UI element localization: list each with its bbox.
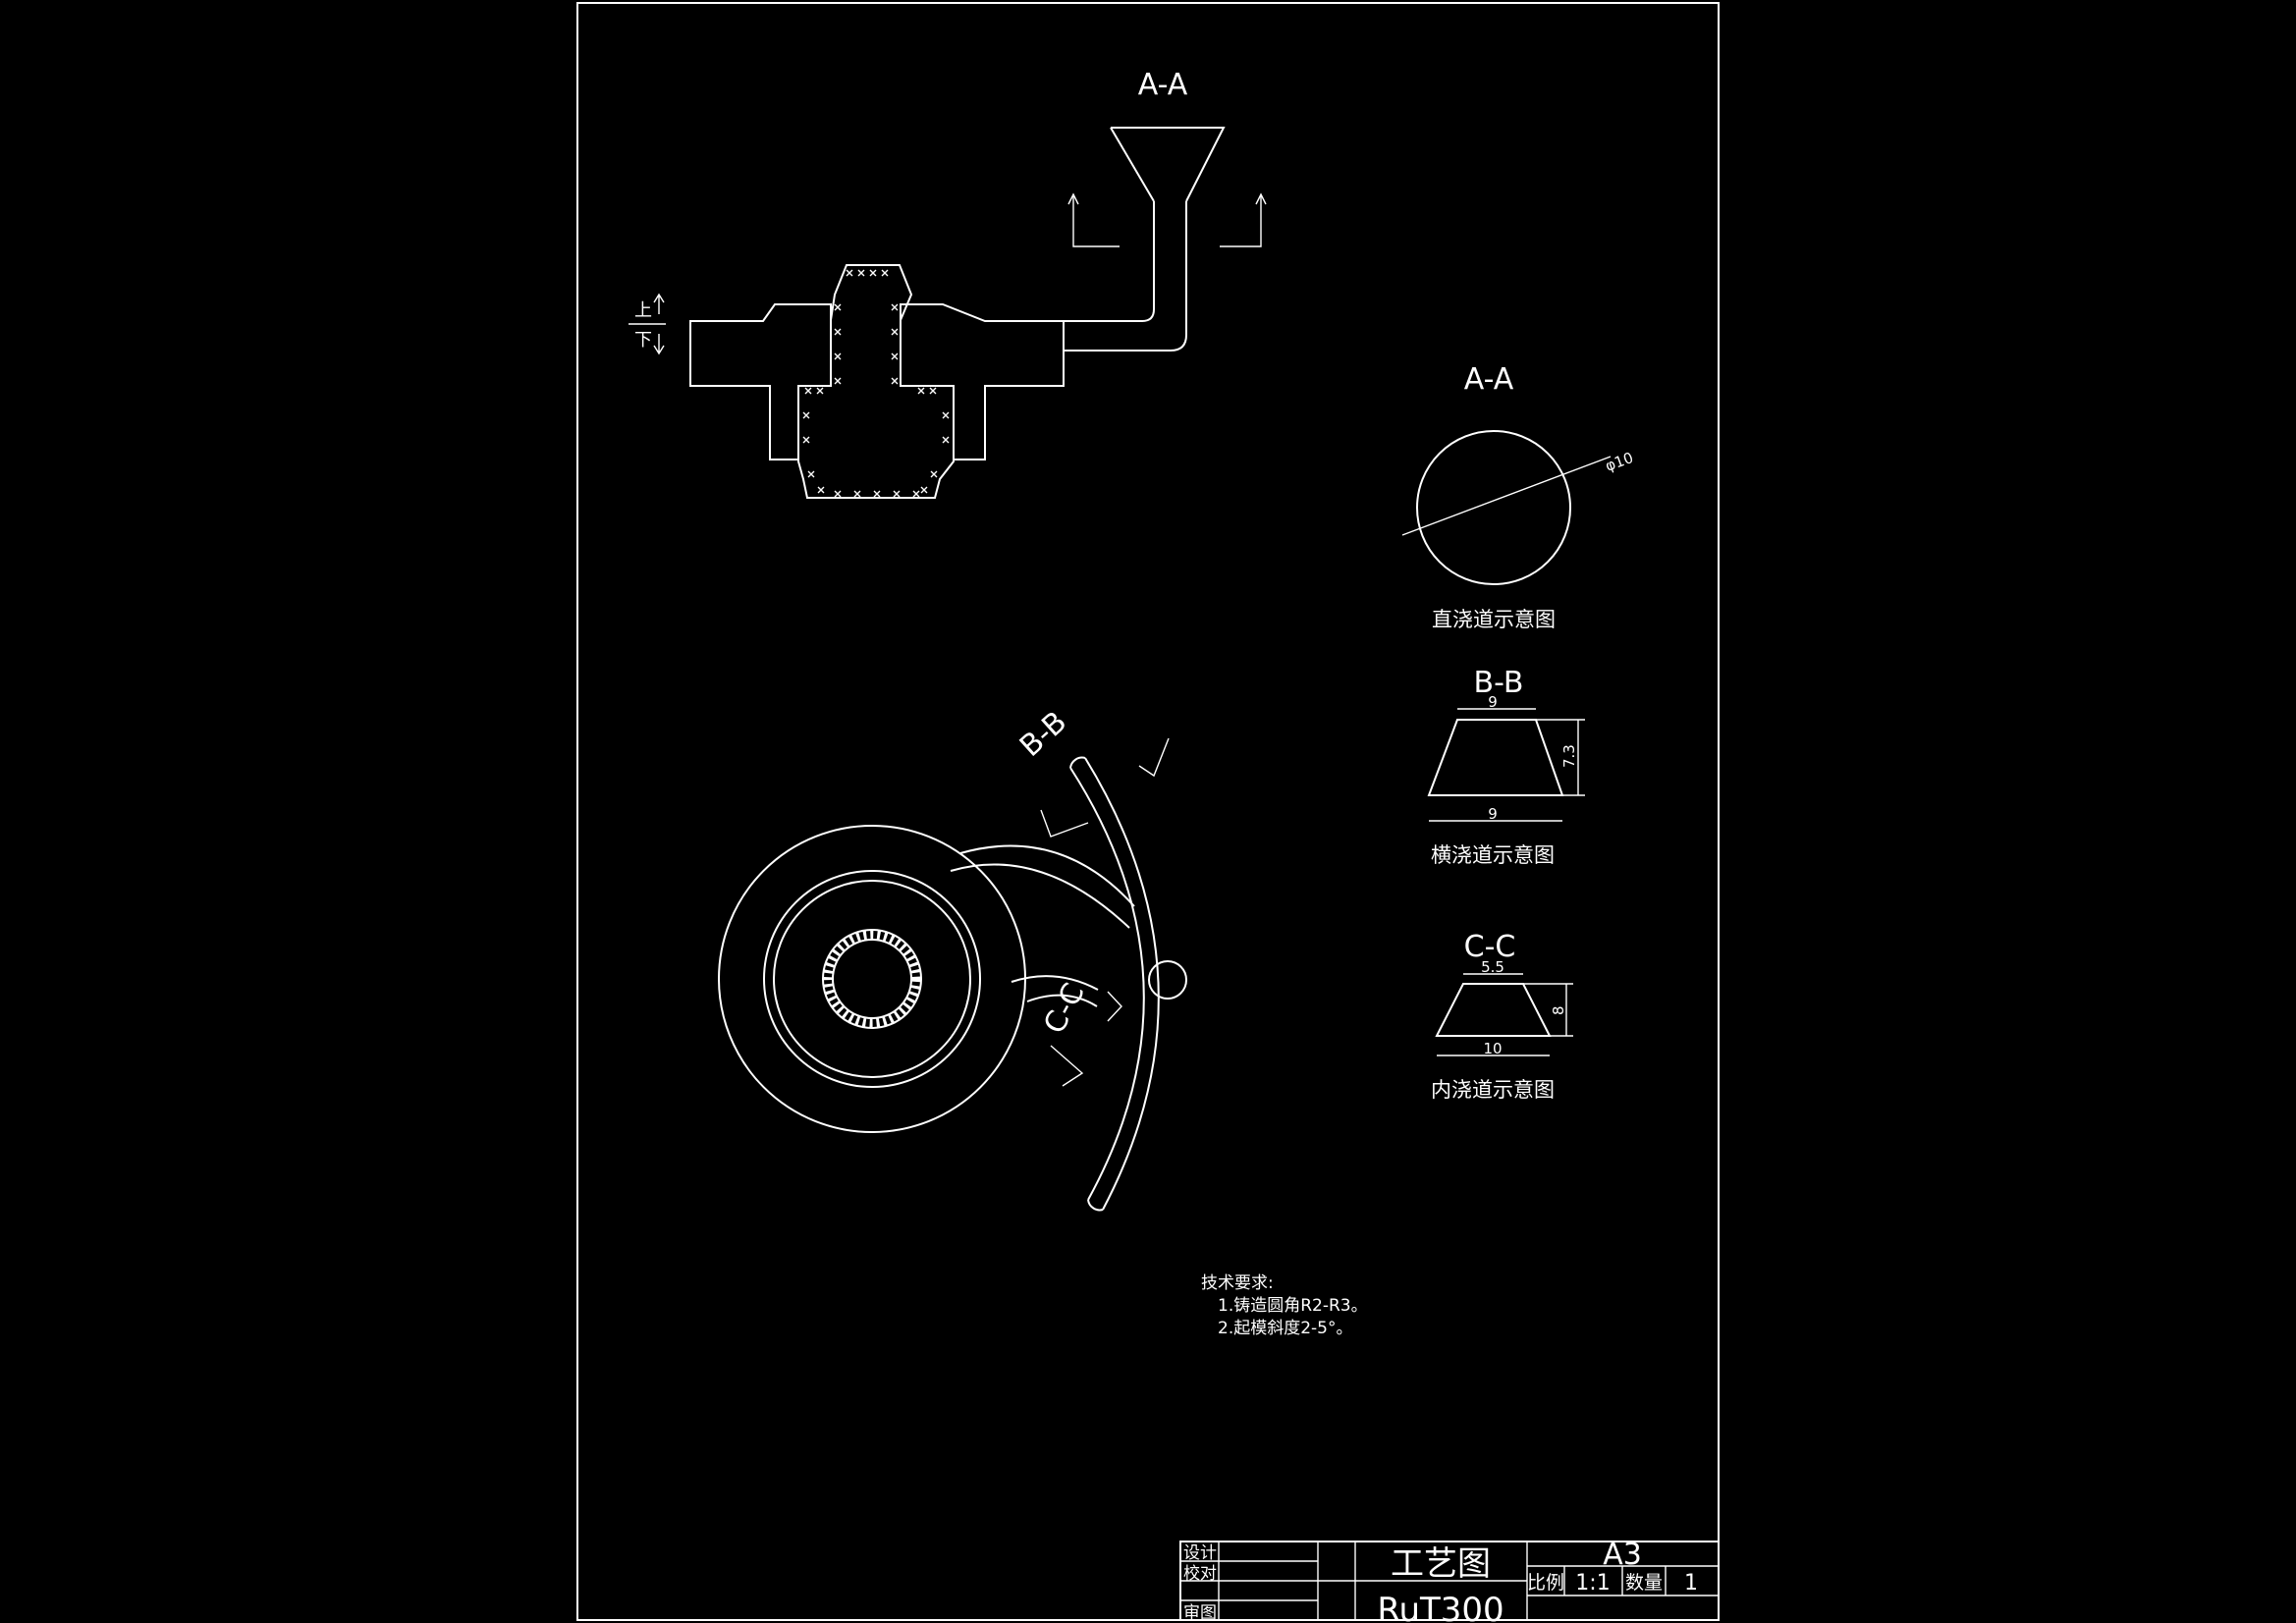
tech-item-1: 1.铸造圆角R2-R3。 xyxy=(1218,1296,1368,1316)
ingate-top-width: 5.5 xyxy=(1481,958,1504,976)
quantity-value: 1 xyxy=(1684,1571,1698,1596)
runner-pipe-outer xyxy=(1064,201,1187,352)
section-cut-left-arrow xyxy=(1067,192,1079,205)
section-cut-left xyxy=(1072,194,1120,247)
title-block: 设计 校对 审图 工艺图 RuT300 A3 比例 1:1 数量 1 xyxy=(1179,1538,1720,1623)
sprue-detail: A-A φ10 直浇道示意图 xyxy=(1401,362,1636,631)
mold-left-half xyxy=(689,303,832,460)
middle-circle-outer xyxy=(763,870,981,1088)
runner-caption: 横浇道示意图 xyxy=(1431,843,1555,867)
down-label: 下 xyxy=(634,330,652,351)
scale-value: 1:1 xyxy=(1575,1571,1610,1596)
plan-label-bb: B-B xyxy=(1013,705,1073,764)
bore-hatch-ring xyxy=(823,930,921,1028)
up-label: 上 xyxy=(634,300,652,321)
casting-section-view: A-A 上 下 xyxy=(629,68,1267,499)
runner-bottom-width: 9 xyxy=(1488,805,1498,823)
section-cc-mark-1 xyxy=(1107,991,1122,1022)
tech-item-2: 2.起模斜度2-5°。 xyxy=(1218,1319,1353,1338)
down-arrow-icon xyxy=(653,334,665,355)
sprue-section-circle xyxy=(1416,430,1571,585)
role-check: 校对 xyxy=(1183,1564,1217,1584)
section-cut-right xyxy=(1220,194,1262,247)
section-bb-mark-2 xyxy=(1040,809,1089,838)
tech-heading: 技术要求: xyxy=(1201,1273,1274,1293)
runner-top-width: 9 xyxy=(1488,693,1498,711)
ingate-upper xyxy=(950,844,1135,929)
scale-label: 比例 xyxy=(1527,1572,1564,1594)
paper-size: A3 xyxy=(1603,1538,1642,1572)
bore-circle-inner xyxy=(832,939,912,1019)
technical-requirements: 技术要求: 1.铸造圆角R2-R3。 2.起模斜度2-5°。 xyxy=(1201,1273,1368,1338)
section-bb-mark-1 xyxy=(1138,737,1170,778)
runner-height: 7.3 xyxy=(1560,744,1578,768)
runner-end-top xyxy=(1069,756,1086,769)
middle-circle-inner xyxy=(773,880,971,1078)
casting-cavity xyxy=(797,264,955,499)
mold-right-half xyxy=(900,303,1065,460)
ingate-height: 8 xyxy=(1550,1005,1567,1015)
pouring-cup xyxy=(1110,127,1226,202)
section-cc-mark-2 xyxy=(1050,1045,1084,1087)
plan-view: B-B C-C xyxy=(718,705,1187,1212)
ingate-lower xyxy=(1011,975,1099,1007)
sprue-base-circle xyxy=(1148,960,1187,1000)
material-label: RuT300 xyxy=(1377,1591,1503,1623)
ingate-bottom-width: 10 xyxy=(1483,1040,1502,1057)
ingate-trapezoid xyxy=(1435,983,1552,1037)
sprue-dimension: φ10 xyxy=(1603,449,1635,475)
section-cut-right-arrow xyxy=(1255,192,1267,205)
plan-label-cc: C-C xyxy=(1037,978,1092,1040)
sprue-dim-line xyxy=(1401,456,1612,536)
curved-runner-inner xyxy=(1084,757,1160,1211)
role-review: 审图 xyxy=(1183,1603,1217,1623)
sprue-caption: 直浇道示意图 xyxy=(1432,608,1556,631)
ingate-detail: C-C 5.5 8 10 内浇道示意图 xyxy=(1431,930,1573,1102)
runner-detail: B-B 9 7.3 9 横浇道示意图 xyxy=(1427,666,1585,867)
runner-trapezoid xyxy=(1427,719,1564,796)
bore-circle-outer xyxy=(822,929,922,1029)
quantity-label: 数量 xyxy=(1625,1572,1663,1594)
role-design: 设计 xyxy=(1183,1543,1217,1563)
up-arrow-icon xyxy=(653,293,665,314)
runner-title: B-B xyxy=(1474,666,1524,700)
core-cross-marks xyxy=(802,269,950,498)
curved-runner-outer xyxy=(1069,767,1145,1201)
ingate-title: C-C xyxy=(1464,930,1516,964)
drawing-name: 工艺图 xyxy=(1391,1544,1491,1584)
drawing-border xyxy=(576,2,1720,1621)
ingate-caption: 内浇道示意图 xyxy=(1431,1078,1555,1102)
section-label-aa-top: A-A xyxy=(1138,68,1188,102)
sprue-title: A-A xyxy=(1464,362,1514,397)
runner-end-bottom xyxy=(1087,1199,1104,1212)
runner-pipe xyxy=(1064,201,1155,322)
